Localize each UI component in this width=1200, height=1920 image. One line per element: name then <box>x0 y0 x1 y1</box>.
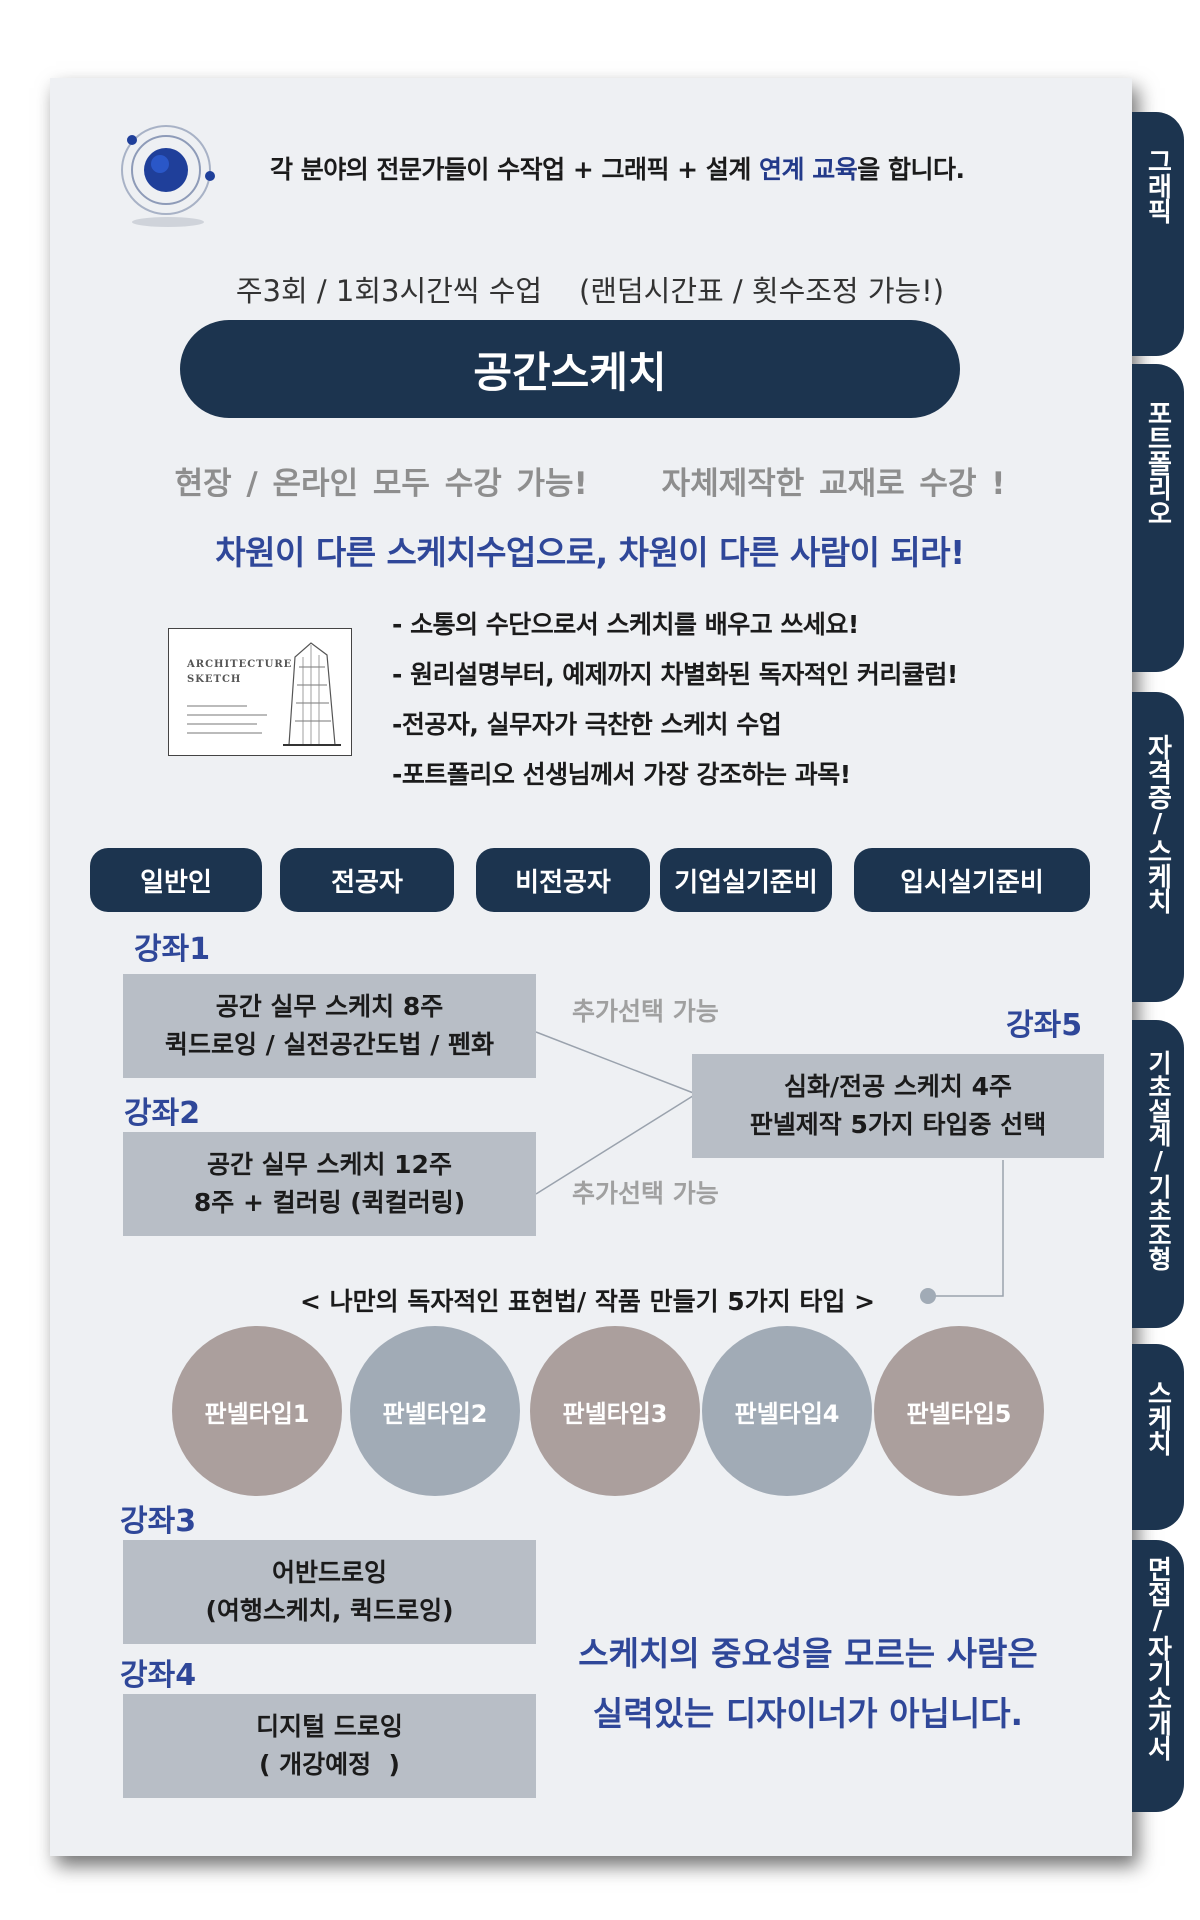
panel-type-5: 판넬타입5 <box>874 1326 1044 1496</box>
tab-basic-design[interactable]: 기초설계/기초조형 <box>1132 1020 1184 1328</box>
course-title-banner: 공간스케치 <box>180 320 960 418</box>
tab-certificate-sketch[interactable]: 자격증/스케치 <box>1132 692 1184 1002</box>
panel-types-caption: < 나만의 독자적인 표현법/ 작품 만들기 5가지 타입 > <box>300 1287 876 1316</box>
availability-line: 현장 / 온라인 모두 수강 가능! 자체제작한 교재로 수강 ! <box>174 466 1006 502</box>
optional-note-top: 추가선택 가능 <box>572 997 719 1026</box>
lecture-1-detail: 퀵드로잉 / 실전공간도법 / 펜화 <box>164 1030 495 1059</box>
lecture-4-detail: ( 개강예정 ) <box>259 1750 400 1779</box>
panel-type-4: 판넬타입4 <box>702 1326 872 1496</box>
audience-chip-admission-prep: 입시실기준비 <box>854 848 1090 912</box>
lecture-2-box: 공간 실무 스케치 12주 8주 + 컬러링 (퀵컬러링) <box>123 1132 536 1236</box>
lecture-4-label: 강좌4 <box>120 1658 197 1693</box>
lecture-5-title: 심화/전공 스케치 4주 <box>784 1072 1012 1101</box>
lecture-5-detail: 판넬제작 5가지 타입중 선택 <box>749 1110 1047 1139</box>
lecture-4-title: 디지털 드로잉 <box>256 1712 403 1741</box>
feature-item: - 소통의 수단으로서 스케치를 배우고 쓰세요! <box>392 610 859 639</box>
panel-type-3: 판넬타입3 <box>530 1326 700 1496</box>
lecture-2-detail: 8주 + 컬러링 (퀵컬러링) <box>193 1188 466 1217</box>
lecture-1-label: 강좌1 <box>134 932 211 967</box>
tab-portfolio[interactable]: 포트폴리오 <box>1132 364 1184 672</box>
lecture-2-title: 공간 실무 스케치 12주 <box>207 1150 452 1179</box>
feature-list: - 소통의 수단으로서 스케치를 배우고 쓰세요! - 원리설명부터, 예제까지… <box>392 600 1072 800</box>
tab-sketch[interactable]: 스케치 <box>1132 1344 1184 1530</box>
intro-text: 각 분야의 전문가들이 수작업 + 그래픽 + 설계 연계 교육을 합니다. <box>270 155 965 184</box>
lecture-3-title: 어반드로잉 <box>271 1558 387 1587</box>
lecture-5-box: 심화/전공 스케치 4주 판넬제작 5가지 타입중 선택 <box>692 1054 1104 1158</box>
closing-quote-line2: 실력있는 디자이너가 아닙니다. <box>592 1694 1024 1733</box>
slogan-line: 차원이 다른 스케치수업으로, 차원이 다른 사람이 되라! <box>215 533 965 572</box>
lecture-3-box: 어반드로잉 (여행스케치, 퀵드로잉) <box>123 1540 536 1644</box>
feature-item: -전공자, 실무자가 극찬한 스케치 수업 <box>392 710 782 739</box>
feature-item: - 원리설명부터, 예제까지 차별화된 독자적인 커리큘럼! <box>392 660 958 689</box>
audience-chip-company-prep: 기업실기준비 <box>660 848 832 912</box>
lecture-3-label: 강좌3 <box>120 1504 197 1539</box>
closing-quote-line1: 스케치의 중요성을 모르는 사람은 <box>578 1634 1038 1673</box>
intro-highlight: 연계 교육 <box>759 155 858 184</box>
audience-chip-major: 전공자 <box>280 848 454 912</box>
panel-type-1: 판넬타입1 <box>172 1326 342 1496</box>
orbit-logo-icon <box>121 125 215 227</box>
class-schedule: 주3회 / 1회3시간씩 수업 (랜덤시간표 / 횟수조정 가능!) <box>235 274 945 308</box>
lecture-5-label: 강좌5 <box>1006 1008 1083 1043</box>
lecture-1-box: 공간 실무 스케치 8주 퀵드로잉 / 실전공간도법 / 펜화 <box>123 974 536 1078</box>
course-title: 공간스케치 <box>473 347 667 397</box>
audience-chip-general: 일반인 <box>90 848 262 912</box>
closing-quote: 스케치의 중요성을 모르는 사람은 실력있는 디자이너가 아닙니다. <box>548 1624 1068 1744</box>
lecture-1-title: 공간 실무 스케치 8주 <box>215 992 444 1021</box>
lecture-3-detail: (여행스케치, 퀵드로잉) <box>205 1596 454 1625</box>
panel-type-2: 판넬타입2 <box>350 1326 520 1496</box>
lecture-2-label: 강좌2 <box>124 1096 201 1131</box>
feature-item: -포트폴리오 선생님께서 가장 강조하는 과목! <box>392 760 851 789</box>
tab-graphic[interactable]: 그래픽 <box>1132 112 1184 356</box>
audience-chip-non-major: 비전공자 <box>476 848 650 912</box>
building-sketch-icon <box>283 642 341 746</box>
optional-note-bottom: 추가선택 가능 <box>572 1179 719 1208</box>
lecture-4-box: 디지털 드로잉 ( 개강예정 ) <box>123 1694 536 1798</box>
tab-interview[interactable]: 면접/자기소개서 <box>1132 1540 1184 1812</box>
